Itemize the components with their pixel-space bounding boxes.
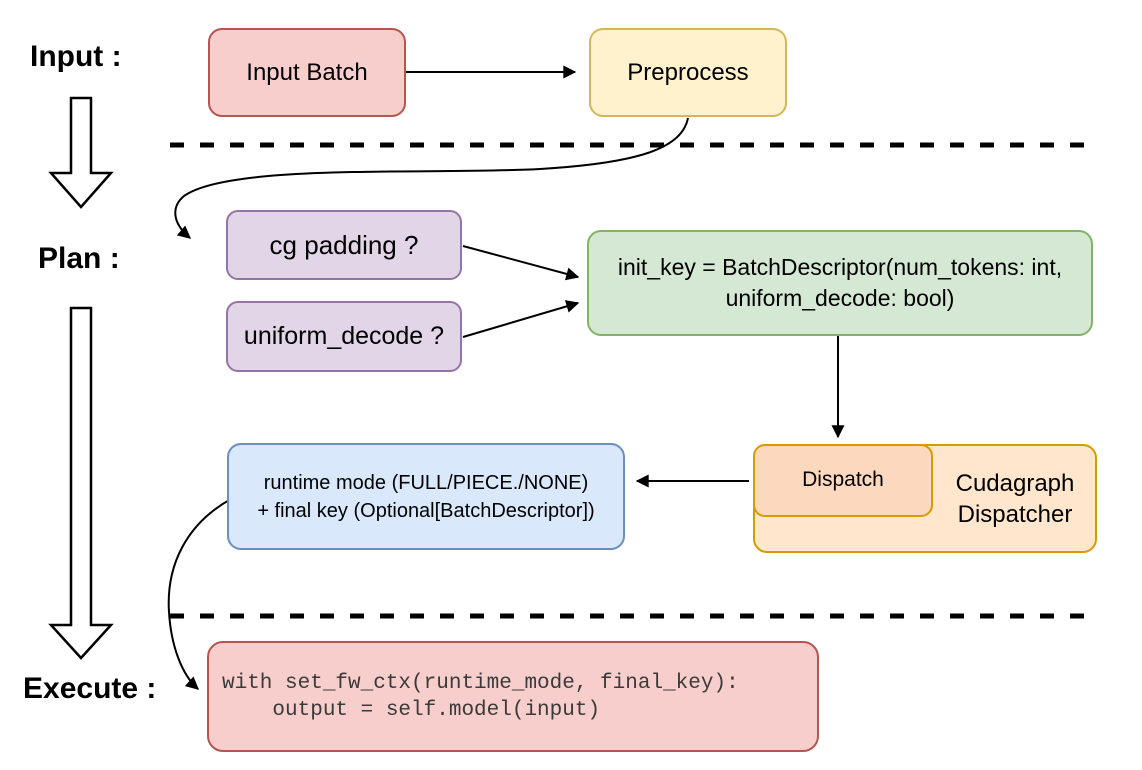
node-cg-padding-label: cg padding ?: [269, 229, 419, 260]
input-to-plan-arrow: [48, 96, 114, 209]
execute-code-line1: with set_fw_ctx(runtime_mode, final_key)…: [222, 671, 739, 695]
node-execute-code: with set_fw_ctx(runtime_mode, final_key)…: [207, 641, 819, 752]
execute-code-line2: output = self.model(input): [222, 698, 601, 722]
node-dispatch: Dispatch: [753, 444, 933, 517]
node-init-key-line1: init_key = BatchDescriptor(num_tokens: i…: [617, 253, 1063, 280]
node-uniform-decode: uniform_decode ?: [226, 301, 462, 372]
stage-label-execute: Execute :: [23, 672, 157, 705]
node-runtime-mode-line2: + final key (Optional[BatchDescriptor]): [257, 499, 595, 522]
node-dispatch-label: Dispatch: [802, 468, 884, 492]
node-preprocess: Preprocess: [589, 28, 787, 117]
node-runtime-mode-line1: runtime mode (FULL/PIECE./NONE): [263, 471, 589, 494]
connector-preprocess-cgpadding: [174, 117, 689, 239]
cudagraph-label-line2: Dispatcher: [957, 501, 1073, 528]
node-init-key-line2: uniform_decode: bool): [725, 285, 955, 311]
node-preprocess-label: Preprocess: [627, 58, 749, 86]
node-cg-padding: cg padding ?: [226, 210, 462, 280]
stage-label-plan: Plan :: [38, 242, 120, 275]
plan-to-execute-arrow: [48, 306, 114, 660]
connector-uniformdecode-initkey: [462, 300, 580, 338]
node-input-batch: Input Batch: [208, 28, 406, 117]
connector-runtimemode-executecode: [167, 498, 232, 690]
node-init-key: init_key = BatchDescriptor(num_tokens: i…: [587, 230, 1093, 336]
node-runtime-mode: runtime mode (FULL/PIECE./NONE) + final …: [227, 443, 625, 550]
stage-label-input: Input :: [30, 40, 122, 73]
node-cudagraph-dispatcher-label: Cudagraph Dispatcher: [933, 468, 1097, 530]
node-uniform-decode-label: uniform_decode ?: [243, 321, 445, 350]
connector-cgpadding-initkey: [462, 245, 580, 281]
cudagraph-label-line1: Cudagraph: [955, 470, 1075, 497]
node-input-batch-label: Input Batch: [246, 58, 368, 86]
